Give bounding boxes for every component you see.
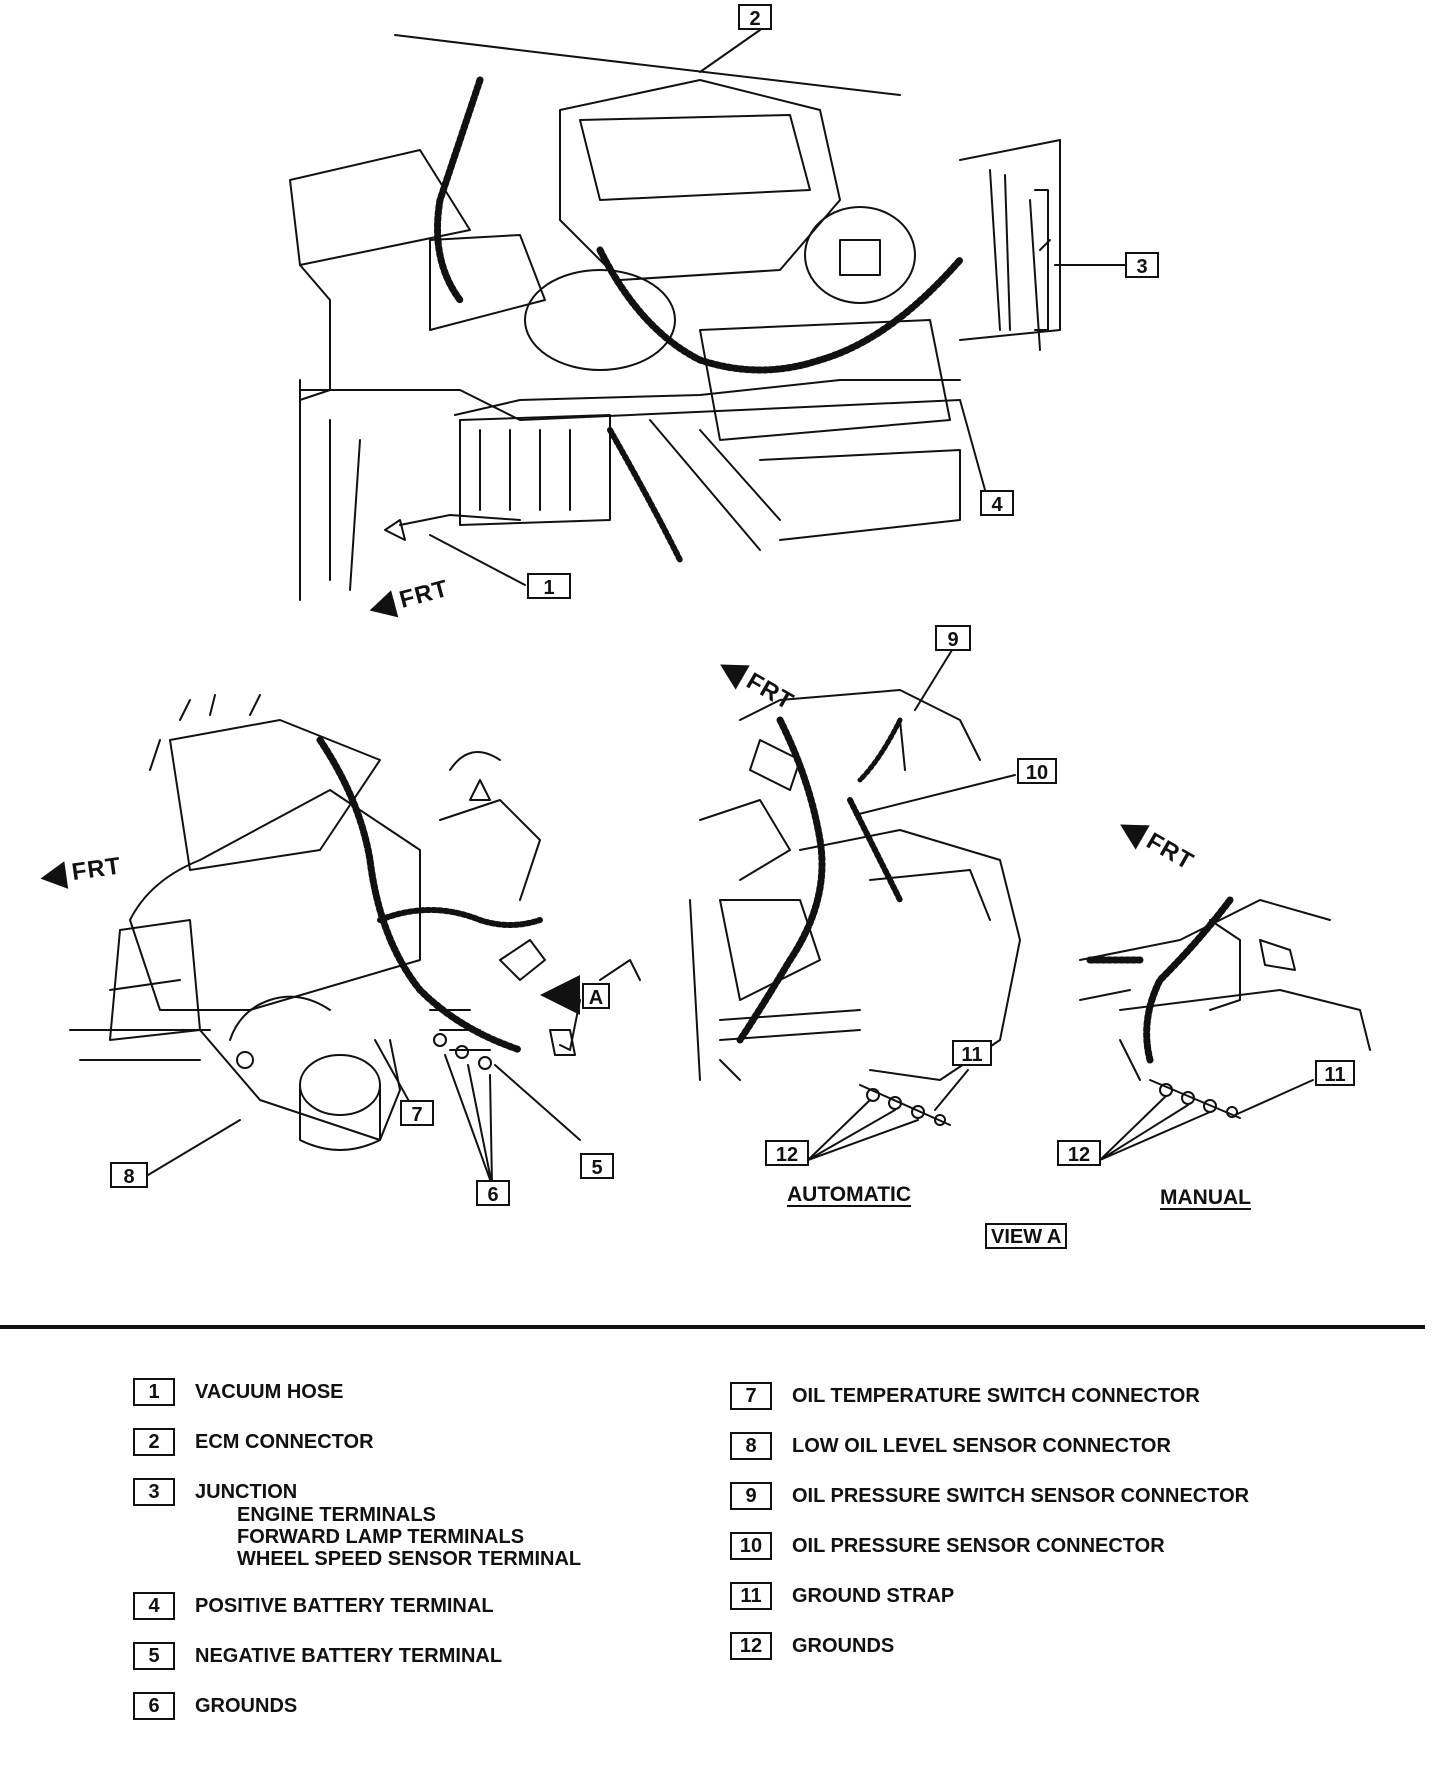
legend-left: 1 VACUUM HOSE 2 ECM CONNECTOR 3 JUNCTION… — [133, 1378, 581, 1742]
legend-label: OIL PRESSURE SWITCH SENSOR CONNECTOR — [792, 1485, 1250, 1507]
top-engine-view — [289, 34, 1061, 601]
legend-label: POSITIVE BATTERY TERMINAL — [195, 1595, 494, 1617]
callout-5: 5 — [580, 1153, 614, 1179]
legend-item-12: 12 GROUNDS — [730, 1632, 1249, 1660]
legend-number: 11 — [730, 1582, 772, 1610]
legend-label: JUNCTION — [195, 1481, 298, 1503]
legend-label: ECM CONNECTOR — [195, 1431, 374, 1453]
callout-a: A — [582, 983, 610, 1009]
callout-2: 2 — [738, 4, 772, 30]
legend-label: GROUNDS — [792, 1635, 895, 1657]
callout-4: 4 — [980, 490, 1014, 516]
legend-number: 5 — [133, 1642, 175, 1670]
callout-12-manual: 12 — [1057, 1140, 1101, 1166]
automatic-view — [689, 689, 1021, 1126]
legend-number: 12 — [730, 1632, 772, 1660]
callout-8: 8 — [110, 1162, 148, 1188]
legend-number: 2 — [133, 1428, 175, 1456]
legend-item-7: 7 OIL TEMPERATURE SWITCH CONNECTOR — [730, 1382, 1249, 1410]
legend-number: 7 — [730, 1382, 772, 1410]
legend-number: 3 — [133, 1478, 175, 1506]
legend-item-1: 1 VACUUM HOSE — [133, 1378, 581, 1406]
caption-manual: MANUAL — [1160, 1186, 1251, 1209]
legend-label: OIL PRESSURE SENSOR CONNECTOR — [792, 1535, 1165, 1557]
legend-item-2: 2 ECM CONNECTOR — [133, 1428, 581, 1456]
legend-number: 1 — [133, 1378, 175, 1406]
legend-sublabel: ENGINE TERMINALS — [237, 1504, 436, 1526]
left-engine-view — [69, 694, 641, 1151]
legend-item-5: 5 NEGATIVE BATTERY TERMINAL — [133, 1642, 581, 1670]
callout-12-automatic: 12 — [765, 1140, 809, 1166]
legend-item-10: 10 OIL PRESSURE SENSOR CONNECTOR — [730, 1532, 1249, 1560]
callout-10: 10 — [1017, 758, 1057, 784]
legend-number: 9 — [730, 1482, 772, 1510]
callout-3: 3 — [1125, 252, 1159, 278]
legend-item-8: 8 LOW OIL LEVEL SENSOR CONNECTOR — [730, 1432, 1249, 1460]
callout-7: 7 — [400, 1100, 434, 1126]
callout-9: 9 — [935, 625, 971, 651]
view-a-pointer — [540, 975, 580, 1015]
frt-arrow-icon — [38, 860, 69, 893]
legend-number: 6 — [133, 1692, 175, 1720]
callout-11-manual: 11 — [1315, 1060, 1355, 1086]
legend-item-9: 9 OIL PRESSURE SWITCH SENSOR CONNECTOR — [730, 1482, 1249, 1510]
leader-lines — [147, 29, 1314, 1186]
view-a-label: VIEW A — [985, 1223, 1068, 1249]
callout-11-automatic: 11 — [952, 1040, 992, 1066]
legend-sublabel: WHEEL SPEED SENSOR TERMINAL — [237, 1548, 582, 1570]
caption-automatic: AUTOMATIC — [787, 1183, 912, 1206]
legend-item-11: 11 GROUND STRAP — [730, 1582, 1249, 1610]
legend-label-group: JUNCTION ENGINE TERMINALS FORWARD LAMP T… — [195, 1478, 581, 1570]
callout-6: 6 — [476, 1180, 510, 1206]
legend-label: OIL TEMPERATURE SWITCH CONNECTOR — [792, 1385, 1200, 1407]
legend-right: 7 OIL TEMPERATURE SWITCH CONNECTOR 8 LOW… — [730, 1382, 1249, 1682]
legend-label: GROUNDS — [195, 1695, 298, 1717]
callout-1: 1 — [527, 573, 571, 599]
legend-divider — [0, 1325, 1425, 1329]
engine-wiring-illustration — [69, 29, 1371, 1186]
legend-item-4: 4 POSITIVE BATTERY TERMINAL — [133, 1592, 581, 1620]
legend-sublabel: FORWARD LAMP TERMINALS — [237, 1526, 525, 1548]
legend-label: LOW OIL LEVEL SENSOR CONNECTOR — [792, 1435, 1171, 1457]
manual-view — [1079, 896, 1371, 1119]
legend-item-6: 6 GROUNDS — [133, 1692, 581, 1720]
legend-label: GROUND STRAP — [792, 1585, 955, 1607]
legend-number: 8 — [730, 1432, 772, 1460]
legend-label: NEGATIVE BATTERY TERMINAL — [195, 1645, 503, 1667]
legend-label: VACUUM HOSE — [195, 1381, 344, 1403]
legend-number: 4 — [133, 1592, 175, 1620]
legend-number: 10 — [730, 1532, 772, 1560]
legend-item-3: 3 JUNCTION ENGINE TERMINALS FORWARD LAMP… — [133, 1478, 581, 1570]
